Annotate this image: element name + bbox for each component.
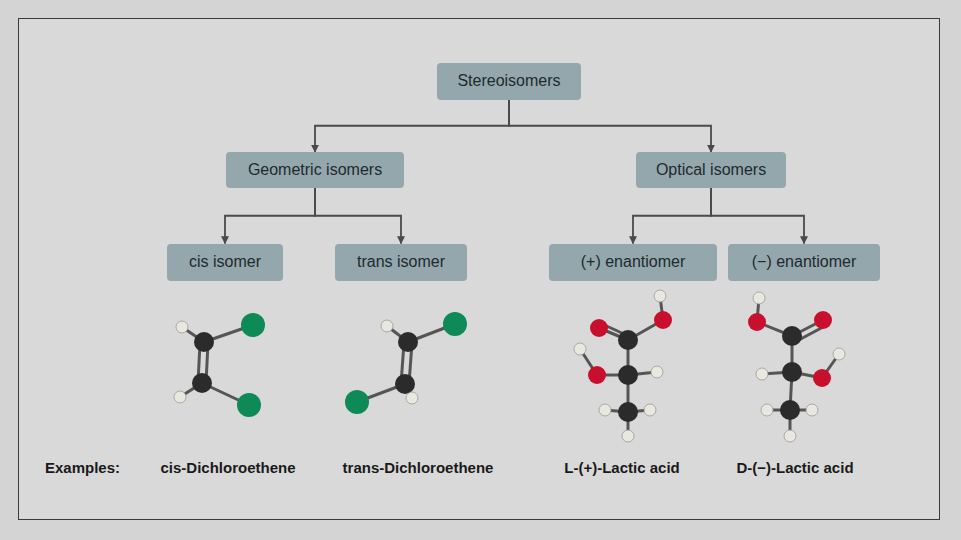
box-label: Stereoisomers: [457, 72, 560, 90]
category-box: Optical isomers: [636, 152, 786, 188]
example-name: L-(+)-Lactic acid: [564, 459, 679, 476]
example-name: cis-Dichloroethene: [160, 459, 295, 476]
category-box: trans isomer: [335, 244, 467, 281]
tree-connector: [633, 188, 711, 244]
category-box: (−) enantiomer: [728, 244, 880, 281]
box-label: Geometric isomers: [248, 161, 382, 179]
tree-connector: [711, 188, 804, 244]
box-label: cis isomer: [189, 253, 261, 271]
box-label: trans isomer: [357, 253, 445, 271]
box-label: (−) enantiomer: [752, 253, 857, 271]
category-box: Stereoisomers: [437, 63, 581, 100]
category-box: (+) enantiomer: [549, 244, 717, 281]
tree-connector: [509, 100, 711, 153]
example-name: D-(−)-Lactic acid: [736, 459, 853, 476]
bonds: [180, 296, 839, 436]
box-label: Optical isomers: [656, 161, 766, 179]
tree-connector: [225, 188, 315, 244]
category-box: cis isomer: [167, 244, 283, 281]
tree-connector: [315, 188, 401, 244]
category-box: Geometric isomers: [226, 152, 404, 188]
box-label: (+) enantiomer: [581, 253, 686, 271]
atoms: [174, 290, 845, 442]
tree-connector: [315, 100, 509, 153]
example-name: trans-Dichloroethene: [343, 459, 494, 476]
examples-heading: Examples:: [45, 459, 120, 476]
